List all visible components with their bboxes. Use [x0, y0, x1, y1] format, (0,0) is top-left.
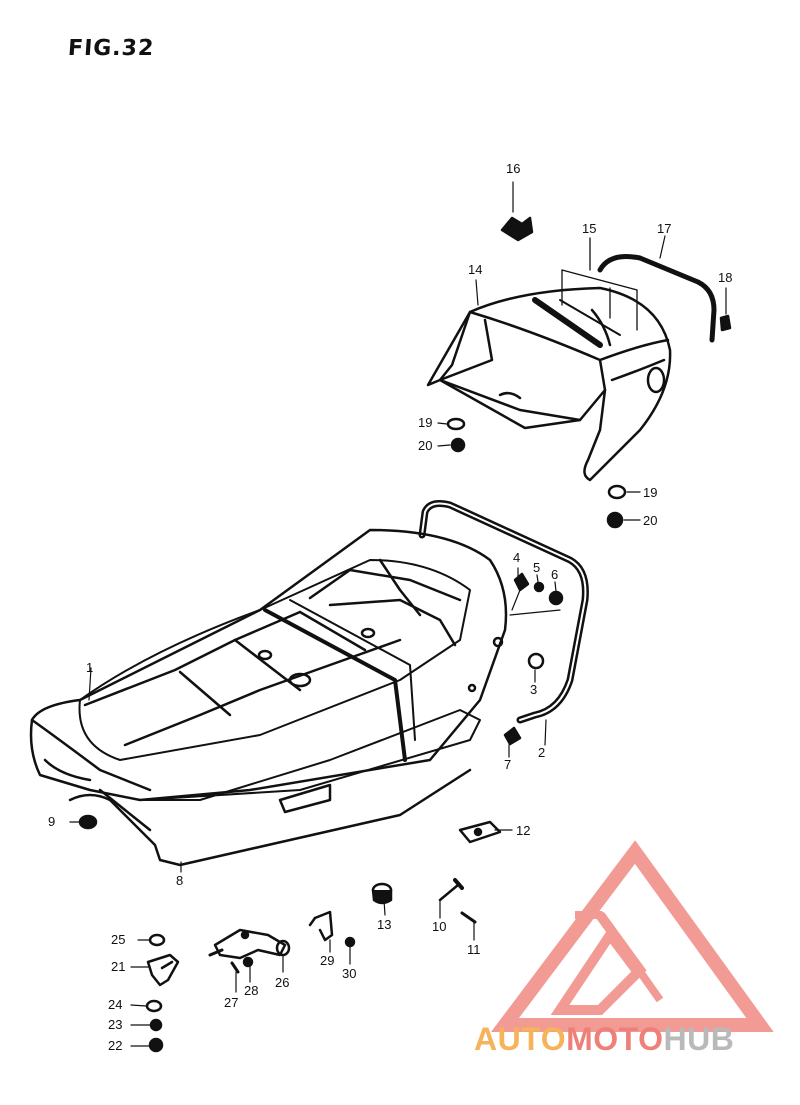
callout-27: 27 — [224, 995, 239, 1010]
bolt-7 — [503, 726, 522, 746]
callout-25: 25 — [111, 932, 126, 947]
bracket-21 — [146, 953, 180, 987]
pin-11 — [460, 911, 477, 924]
grab-bar-2 — [418, 500, 589, 724]
callout-2: 2 — [538, 745, 546, 760]
callout-22: 22 — [108, 1038, 123, 1053]
callout-20-upper: 20 — [418, 438, 433, 453]
nut-6 — [548, 590, 564, 606]
callout-28: 28 — [244, 983, 259, 998]
callout-8: 8 — [176, 873, 184, 888]
callout-7: 7 — [504, 757, 512, 772]
bracket-29 — [308, 910, 334, 942]
callout-20-right: 20 — [643, 513, 658, 528]
seat-1 — [29, 528, 508, 867]
washer-25 — [148, 933, 166, 947]
callout-4: 4 — [513, 550, 521, 565]
washer-5 — [533, 581, 545, 593]
callout-17: 17 — [657, 221, 672, 236]
part-15-guide — [561, 237, 638, 331]
nut-22 — [148, 1037, 164, 1053]
callout-30: 30 — [342, 966, 357, 981]
latch-12 — [458, 820, 502, 844]
callout-16: 16 — [506, 161, 521, 176]
washer-28 — [242, 956, 254, 968]
washer-3 — [527, 652, 545, 670]
washer-24 — [145, 999, 163, 1013]
figure-title: FIG.32 — [67, 36, 156, 61]
seat-tail-cowl — [426, 286, 672, 482]
callout-15: 15 — [582, 221, 597, 236]
callout-29: 29 — [320, 953, 335, 968]
callout-3: 3 — [530, 682, 538, 697]
screw-27 — [230, 961, 240, 974]
screw-30 — [344, 936, 356, 948]
callout-1: 1 — [86, 660, 94, 675]
bolt-4 — [511, 572, 530, 611]
nut-20-upper — [450, 437, 466, 453]
seat-lock-26 — [208, 928, 291, 960]
callout-24: 24 — [108, 997, 123, 1012]
watermark-part-hub: HUB — [663, 1021, 735, 1057]
callout-18: 18 — [718, 270, 733, 285]
cushion-9 — [78, 814, 98, 830]
nut-23 — [149, 1018, 163, 1032]
watermark-text: AUTOMOTOHUB — [474, 1021, 734, 1058]
callout-26: 26 — [275, 975, 290, 990]
washer-19-right — [607, 484, 627, 500]
watermark-part-moto: MOTO — [566, 1021, 664, 1057]
grommet-13 — [371, 882, 393, 905]
callout-10: 10 — [432, 919, 447, 934]
watermark-logo — [490, 840, 774, 1032]
leader-lines — [88, 181, 727, 1047]
callout-23: 23 — [108, 1017, 123, 1032]
washer-19-upper — [446, 417, 466, 431]
callout-9: 9 — [48, 814, 56, 829]
callout-5: 5 — [533, 560, 541, 575]
callout-6: 6 — [551, 567, 559, 582]
watermark-part-auto: AUTO — [474, 1021, 567, 1057]
callout-21: 21 — [111, 959, 126, 974]
callout-14: 14 — [468, 262, 483, 277]
bolt-10 — [438, 878, 464, 902]
callout-19-upper: 19 — [418, 415, 433, 430]
callout-19-right: 19 — [643, 485, 658, 500]
callout-13: 13 — [377, 917, 392, 932]
end-cap-18 — [719, 314, 732, 332]
trim-rail-17 — [597, 254, 717, 343]
callout-12: 12 — [516, 823, 531, 838]
nut-20-right — [606, 511, 624, 529]
clip-16 — [500, 216, 534, 242]
callout-11: 11 — [467, 942, 481, 957]
